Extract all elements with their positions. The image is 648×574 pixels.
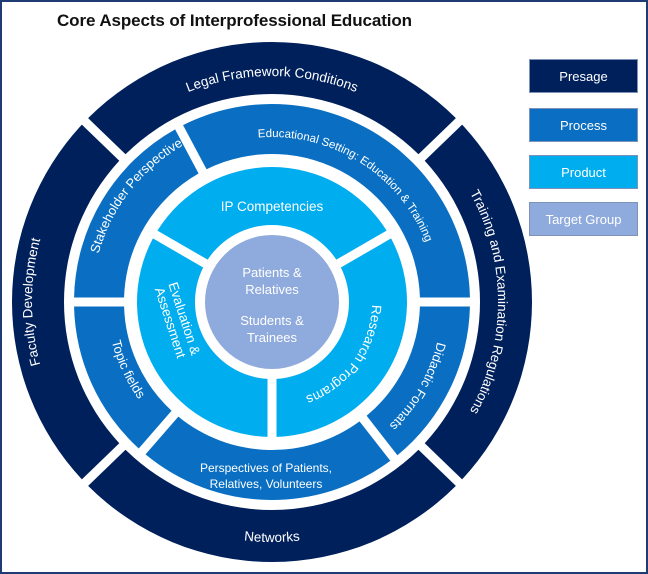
segment-ip-competencies [157,167,387,260]
legend-presage-label: Presage [559,68,608,84]
target-line-3: Students & [240,313,304,328]
label-perspectives-line2: Relatives, Volunteers [210,477,323,491]
presage-ring [11,42,532,563]
segment-evaluation [136,238,268,437]
segment-training-examination [424,124,532,480]
segment-didactic-formats [366,306,470,456]
segment-faculty-development [11,124,120,480]
process-ring [74,103,470,500]
segment-networks [88,449,456,563]
segment-perspectives [145,416,391,500]
segment-stakeholder [74,129,199,298]
legend-product-label: Product [561,164,606,180]
diagram-title: Core Aspects of Interprofessional Educat… [57,11,412,30]
segment-research-programs [276,238,408,437]
legend-presage: Presage [529,59,638,93]
target-group-circle [205,235,339,369]
segment-topic-fields [74,306,172,449]
product-ring [136,167,408,437]
label-networks: Networks [244,528,301,545]
label-ip-competencies: IP Competencies [221,199,324,214]
target-line-1: Patients & [242,265,302,280]
legend-target-group: Target Group [529,202,638,236]
target-line-2: Relatives [245,282,299,297]
label-perspectives-line1: Perspectives of Patients, [200,461,332,475]
segment-educational-setting [183,103,470,298]
legend-process-label: Process [560,117,607,133]
legend-process: Process [529,108,638,142]
target-line-4: Trainees [247,330,298,345]
legend-target-group-label: Target Group [545,211,622,227]
segment-legal-framework [88,42,456,155]
legend-product: Product [529,155,638,189]
